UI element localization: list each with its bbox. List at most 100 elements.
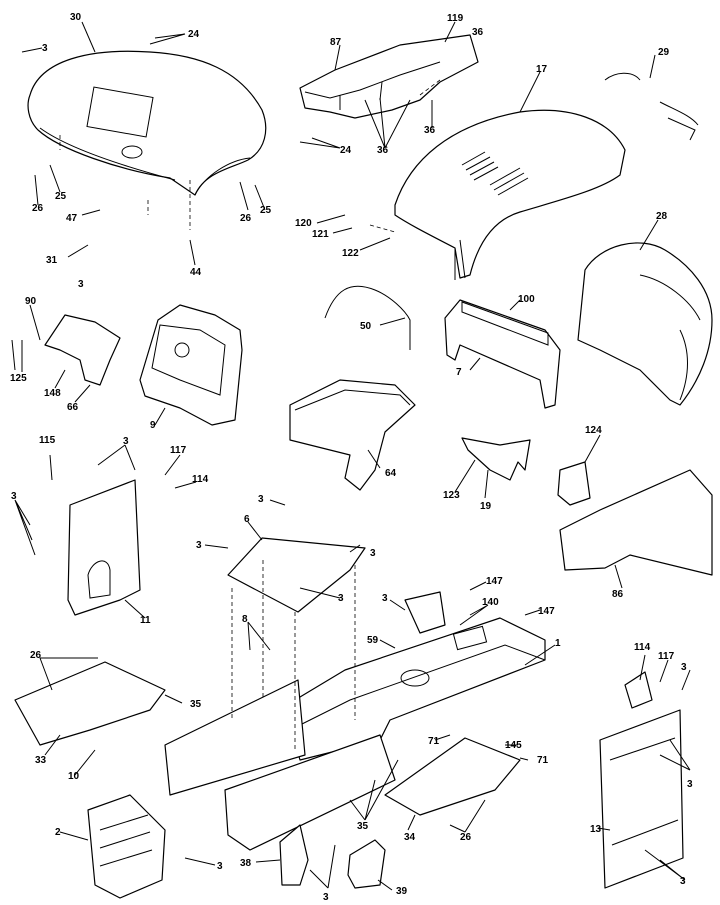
callout-3: 3 — [681, 662, 687, 673]
callout-59: 59 — [367, 635, 379, 646]
callout-33: 33 — [35, 755, 47, 766]
part-13-rear-panel — [599, 709, 684, 889]
callout-29: 29 — [658, 47, 670, 58]
callout-13: 13 — [590, 824, 602, 835]
callout-117: 117 — [170, 445, 187, 456]
callout-24: 24 — [340, 145, 352, 156]
callout-19: 19 — [480, 501, 492, 512]
callout-115: 115 — [39, 435, 56, 446]
callout-100: 100 — [518, 294, 535, 305]
callout-147: 147 — [486, 576, 503, 587]
callout-124: 124 — [585, 425, 602, 436]
callout-64: 64 — [385, 468, 397, 479]
part-17-hood — [394, 109, 626, 280]
callout-28: 28 — [656, 211, 668, 222]
callout-114: 114 — [192, 474, 209, 485]
callout-119: 119 — [447, 13, 464, 24]
callout-24: 24 — [188, 29, 200, 40]
callout-30: 30 — [70, 12, 82, 23]
part-148-bracket — [44, 314, 121, 386]
assembly-lines — [59, 79, 441, 750]
callout-3: 3 — [680, 876, 686, 887]
callout-3: 3 — [123, 436, 129, 447]
callout-117: 117 — [658, 651, 675, 662]
leader-lines — [11, 21, 691, 891]
part-9-console — [139, 304, 243, 426]
callout-26: 26 — [460, 832, 472, 843]
part-7-bumper — [444, 299, 561, 409]
callout-66: 66 — [67, 402, 79, 413]
callout-2: 2 — [55, 827, 61, 838]
callout-3: 3 — [196, 540, 202, 551]
callout-3: 3 — [687, 779, 693, 790]
callout-3: 3 — [370, 548, 376, 559]
callout-140: 140 — [482, 597, 499, 608]
callout-36: 36 — [472, 27, 484, 38]
callout-121: 121 — [312, 229, 329, 240]
callout-26: 26 — [30, 650, 42, 661]
part-1-frame — [164, 617, 546, 851]
part-124-clip — [557, 461, 591, 506]
callout-8: 8 — [242, 614, 248, 625]
callout-71: 71 — [537, 755, 549, 766]
callout-3: 3 — [323, 892, 329, 903]
part-29-panel — [604, 72, 699, 141]
callout-26: 26 — [32, 203, 44, 214]
callout-11: 11 — [140, 615, 151, 626]
callout-3: 3 — [11, 491, 17, 502]
part-123-bracket — [461, 437, 531, 481]
part-34-panel — [384, 737, 521, 816]
callout-86: 86 — [612, 589, 624, 600]
callout-36: 36 — [424, 125, 436, 136]
part-87-dash-panel — [299, 34, 479, 119]
part-33-panel — [14, 661, 166, 746]
callout-120: 120 — [295, 218, 312, 229]
part-6-battery-tray — [227, 537, 366, 613]
part-11-fender-panel — [67, 479, 141, 616]
callout-34: 34 — [404, 832, 416, 843]
callout-3: 3 — [338, 593, 344, 604]
callout-125: 125 — [10, 373, 27, 384]
part-64-support — [289, 379, 416, 491]
part-38-bracket — [279, 824, 309, 886]
callout-31: 31 — [46, 255, 58, 266]
part-28-side-panel — [577, 242, 713, 406]
callout-35: 35 — [357, 821, 369, 832]
part-114-bracket — [624, 671, 653, 709]
callout-38: 38 — [240, 858, 252, 869]
callout-148: 148 — [44, 388, 61, 399]
callout-87: 87 — [330, 37, 342, 48]
callout-10: 10 — [68, 771, 80, 782]
part-50-rod — [324, 285, 411, 350]
callout-114: 114 — [634, 642, 651, 653]
callout-17: 17 — [536, 64, 548, 75]
callout-25: 25 — [55, 191, 67, 202]
callout-7: 7 — [456, 367, 462, 378]
callout-44: 44 — [190, 267, 202, 278]
callout-9: 9 — [150, 420, 156, 431]
callout-3: 3 — [217, 861, 223, 872]
callout-50: 50 — [360, 321, 372, 332]
callout-1: 1 — [555, 638, 561, 649]
callout-145: 145 — [505, 740, 522, 751]
callout-123: 123 — [443, 490, 460, 501]
callout-6: 6 — [244, 514, 250, 525]
callout-90: 90 — [25, 296, 37, 307]
part-30-hood-top — [27, 50, 267, 196]
callout-122: 122 — [342, 248, 359, 259]
part-39-bracket — [347, 839, 386, 889]
callout-3: 3 — [258, 494, 264, 505]
callout-3: 3 — [78, 279, 84, 290]
part-86-floor-panel — [559, 469, 713, 576]
callout-39: 39 — [396, 886, 408, 897]
part-2-grille — [87, 794, 166, 899]
callout-147: 147 — [538, 606, 555, 617]
callout-47: 47 — [66, 213, 78, 224]
callout-26: 26 — [240, 213, 252, 224]
callout-36: 36 — [377, 145, 389, 156]
part-140-plate — [404, 591, 446, 634]
callout-3: 3 — [42, 43, 48, 54]
callout-35: 35 — [190, 699, 202, 710]
callout-25: 25 — [260, 205, 272, 216]
